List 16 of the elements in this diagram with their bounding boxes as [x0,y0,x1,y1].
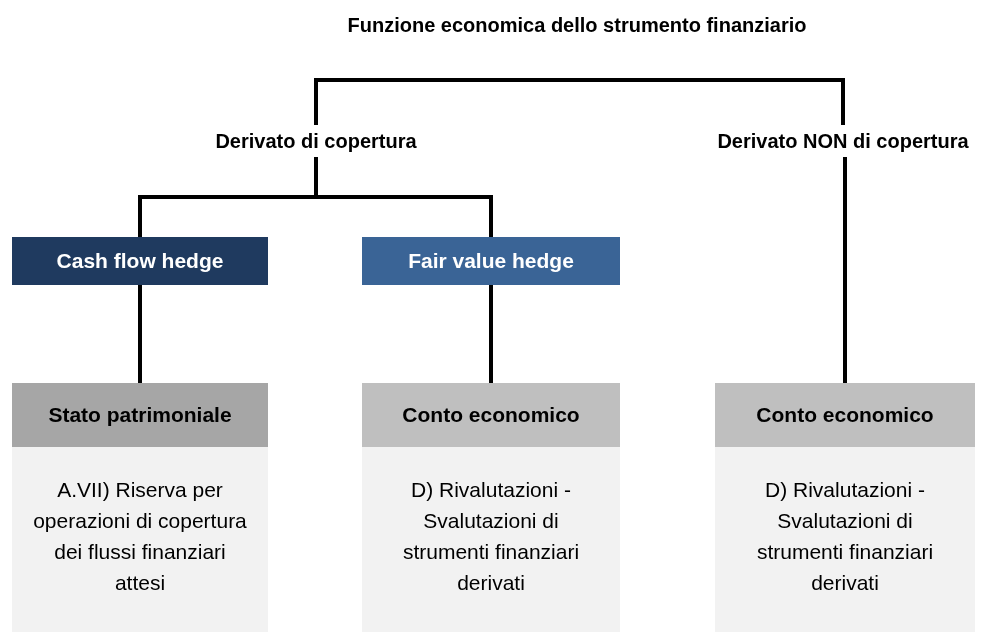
connector-line [314,78,845,125]
diagram-title: Funzione economica dello strumento finanziario [346,14,808,37]
connector-line [843,157,847,383]
card-header: Stato patrimoniale [12,383,268,447]
card-header: Conto economico [362,383,620,447]
connector-line [489,285,493,383]
category-label: Derivato NON di copertura [686,125,1000,157]
card-header: Conto economico [715,383,975,447]
card-body-text: D) Rivalutazioni - Svalutazioni di strumenti finanziari derivati [362,447,620,632]
connector-line [138,285,142,383]
category-box: Cash flow hedge [12,237,268,285]
card-body-text: A.VII) Riserva per operazioni di copertura dei flussi finanziari attesi [12,447,268,632]
category-label: Derivato di copertura [176,125,456,157]
connector-line [314,157,493,237]
card-body-text: D) Rivalutazioni - Svalutazioni di strumenti finanziari derivati [715,447,975,632]
category-box: Fair value hedge [362,237,620,285]
